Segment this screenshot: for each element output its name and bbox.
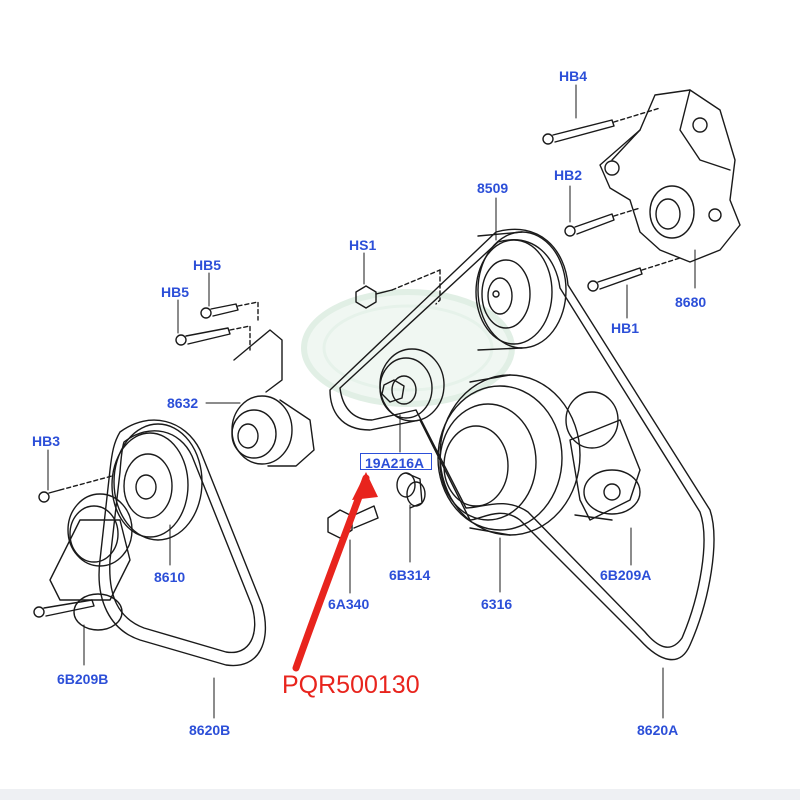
callout-19a216a: 19A216A <box>365 455 425 471</box>
red-pointer-arrow <box>292 472 378 672</box>
bracket-8680 <box>599 89 741 263</box>
callout-6316: 6316 <box>481 596 513 612</box>
callout-6a340: 6A340 <box>328 596 370 612</box>
bolt-hb5-upper <box>200 301 259 321</box>
callout-hb4: HB4 <box>559 68 588 84</box>
callout-hb5-lower: HB5 <box>161 284 190 300</box>
callout-hb3: HB3 <box>32 433 61 449</box>
tensioner-6b209a <box>565 391 641 521</box>
callout-6b314: 6B314 <box>389 567 431 583</box>
bolt-hb2 <box>564 207 641 237</box>
pulley-8610 <box>111 423 203 541</box>
bolt-hb3 <box>38 475 113 503</box>
bottom-strip <box>0 789 800 800</box>
callout-8680: 8680 <box>675 294 707 310</box>
callout-highlight-box <box>360 453 432 470</box>
bolt-hb5-lower <box>175 325 251 351</box>
callout-8620b: 8620B <box>189 722 231 738</box>
leader-lines <box>47 84 696 719</box>
tensioner-6b209b <box>49 493 133 631</box>
callout-8632: 8632 <box>167 395 199 411</box>
bolt-hb1 <box>587 257 681 292</box>
bolt-hb4 <box>542 107 661 145</box>
spacer-6b314 <box>396 472 426 509</box>
callout-hb1: HB1 <box>611 320 640 336</box>
tensioner-8632 <box>231 329 315 467</box>
crankshaft-pulley-6316 <box>437 374 581 536</box>
callout-8509: 8509 <box>477 180 509 196</box>
callout-8620a: 8620A <box>637 722 679 738</box>
callout-6b209b: 6B209B <box>57 671 109 687</box>
idler-pulley-19a216a <box>379 348 445 422</box>
bolt-6a340 <box>327 505 379 539</box>
bolt-6b209b <box>33 599 95 618</box>
pulley-8509 <box>475 231 567 351</box>
part-number-label: PQR500130 <box>282 671 420 699</box>
callout-8610: 8610 <box>154 569 186 585</box>
bolt-hs1 <box>355 269 441 309</box>
callout-hb5-upper: HB5 <box>193 257 222 273</box>
belt-8620b <box>98 419 266 667</box>
callout-6b209a: 6B209A <box>600 567 652 583</box>
callout-hs1: HS1 <box>349 237 377 253</box>
callout-hb2: HB2 <box>554 167 583 183</box>
